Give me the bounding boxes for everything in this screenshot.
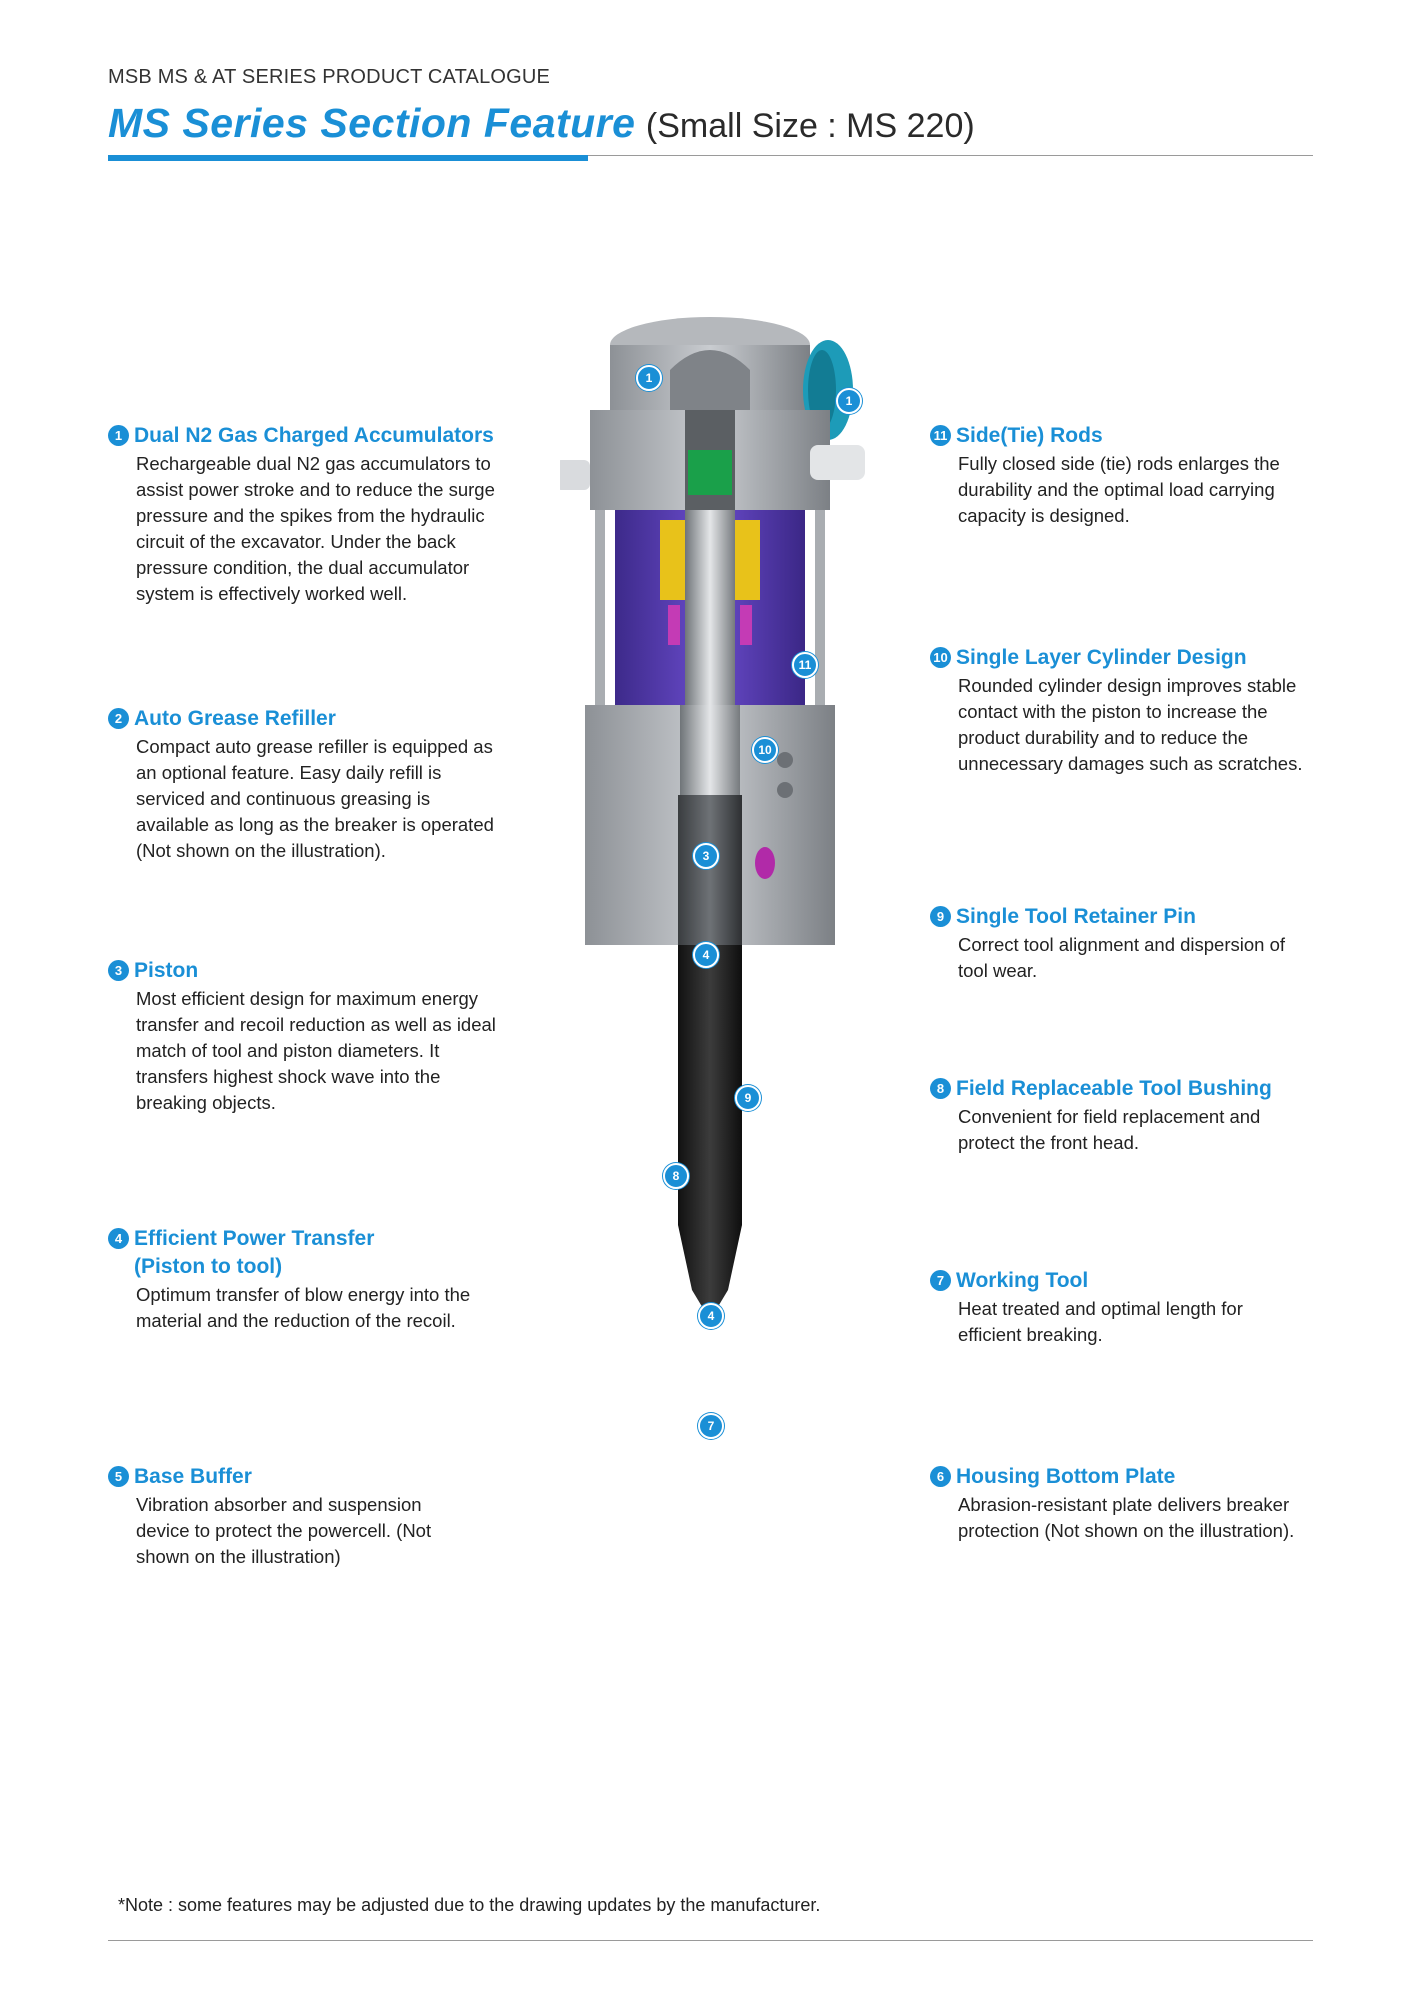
feature-number-badge: 4 bbox=[108, 1228, 129, 1249]
feature-title: Single Layer Cylinder Design bbox=[956, 646, 1247, 669]
feature-title: Dual N2 Gas Charged Accumulators bbox=[134, 424, 494, 447]
title-underline bbox=[588, 155, 1313, 156]
title-underline-accent bbox=[108, 155, 588, 161]
feature-title: Piston bbox=[134, 959, 199, 982]
feature-title: Base Buffer bbox=[134, 1465, 252, 1488]
title-subtitle: (Small Size : MS 220) bbox=[645, 107, 975, 145]
feature-description: Heat treated and optimal length for effi… bbox=[958, 1298, 1243, 1345]
callout-marker: 11 bbox=[792, 652, 818, 678]
title-main: MS Series Section Feature bbox=[108, 100, 636, 146]
feature-description: Rechargeable dual N2 gas accumulators to… bbox=[136, 453, 495, 604]
feature-description: Correct tool alignment and dispersion of… bbox=[958, 934, 1286, 981]
feature-description: Convenient for field replacement and pro… bbox=[958, 1106, 1261, 1153]
callout-marker: 1 bbox=[636, 365, 662, 391]
working-tool bbox=[678, 945, 742, 1310]
feature-number-badge: 7 bbox=[930, 1270, 951, 1291]
feature-number-badge: 3 bbox=[108, 960, 129, 981]
feature-number-badge: 5 bbox=[108, 1466, 129, 1487]
feature-title: Field Replaceable Tool Bushing bbox=[956, 1077, 1272, 1100]
feature-description: Vibration absorber and suspension device… bbox=[136, 1494, 432, 1567]
feature-number-badge: 6 bbox=[930, 1466, 951, 1487]
callout-marker: 1 bbox=[836, 388, 862, 414]
feature-number-badge: 2 bbox=[108, 708, 129, 729]
breaker-section-illustration bbox=[560, 317, 865, 1310]
callout-marker: 9 bbox=[735, 1085, 761, 1111]
feature-description: Most efficient design for maximum energy… bbox=[136, 988, 496, 1113]
feature-description: Fully closed side (tie) rods enlarges th… bbox=[958, 453, 1280, 526]
feature-number-badge: 10 bbox=[930, 647, 951, 668]
page-title: MS Series Section Feature (Small Size : … bbox=[108, 100, 975, 147]
callout-marker: 4 bbox=[693, 942, 719, 968]
feature-title: Single Tool Retainer Pin bbox=[956, 905, 1196, 928]
callout-marker: 8 bbox=[663, 1163, 689, 1189]
feature-title: Working Tool bbox=[956, 1269, 1089, 1292]
feature-number-badge: 8 bbox=[930, 1078, 951, 1099]
feature-number-badge: 9 bbox=[930, 906, 951, 927]
feature-number-badge: 1 bbox=[108, 425, 129, 446]
footer-note: *Note : some features may be adjusted du… bbox=[118, 1895, 821, 1915]
cylinder-body bbox=[615, 510, 805, 730]
front-head bbox=[585, 705, 835, 945]
callout-marker: 10 bbox=[752, 737, 778, 763]
accumulator-cap bbox=[610, 317, 810, 415]
feature-description: Optimum transfer of blow energy into the… bbox=[136, 1284, 471, 1331]
feature-description: Abrasion-resistant plate delivers breake… bbox=[958, 1494, 1295, 1541]
feature-title: Efficient Power Transfer (Piston to tool… bbox=[134, 1227, 375, 1278]
feature-number-badge: 11 bbox=[930, 425, 951, 446]
callout-marker: 3 bbox=[693, 843, 719, 869]
tie-rods bbox=[595, 510, 825, 710]
callout-marker: 7 bbox=[698, 1413, 724, 1439]
feature-title: Auto Grease Refiller bbox=[134, 707, 336, 730]
catalogue-label: MSB MS & AT SERIES PRODUCT CATALOGUE bbox=[108, 66, 551, 88]
feature-title: Housing Bottom Plate bbox=[956, 1465, 1176, 1488]
cylinder-head bbox=[560, 410, 865, 510]
footer-rule bbox=[108, 1940, 1313, 1941]
feature-description: Rounded cylinder design improves stable … bbox=[958, 675, 1303, 774]
feature-description: Compact auto grease refiller is equipped… bbox=[136, 736, 494, 861]
feature-title: Side(Tie) Rods bbox=[956, 424, 1103, 447]
callout-marker: 4 bbox=[698, 1303, 724, 1329]
